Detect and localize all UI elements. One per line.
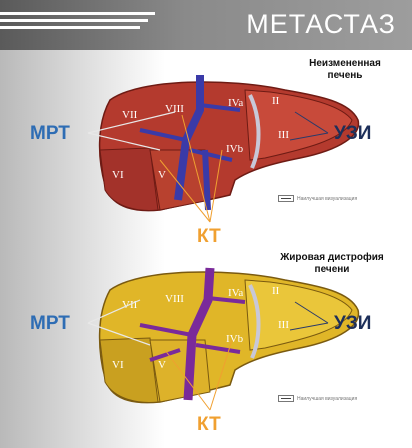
segment-label: VII: [122, 109, 138, 121]
segment-label: VIII: [165, 293, 184, 305]
segment-label: IVa: [228, 287, 243, 299]
segment-label: II: [272, 285, 280, 297]
segment-label: VI: [112, 359, 124, 371]
mrt-label: МРТ: [30, 123, 70, 145]
panel-2-caption-line1: Жировая дистрофия: [262, 252, 402, 264]
mrt-label: МРТ: [30, 313, 70, 335]
segment-label: VI: [112, 169, 124, 181]
segment-label: IVa: [228, 97, 243, 109]
liver-fatty: VII VIII IVa II III IVb VI V: [88, 268, 358, 410]
segment-label: IVb: [226, 333, 244, 345]
liver-fatty-lower-right: [100, 338, 158, 402]
liver-normal-portal: [205, 150, 208, 210]
uzi-label: УЗИ: [334, 313, 371, 335]
legend-swatch: [278, 395, 294, 402]
segment-label: III: [278, 129, 289, 141]
uzi-label: УЗИ: [334, 123, 371, 145]
segment-label: V: [158, 359, 166, 371]
legend: Наилучшая визуализация: [278, 195, 357, 202]
panel-2-caption-line2: печени: [262, 264, 402, 276]
legend-text: Наилучшая визуализация: [297, 396, 357, 402]
liver-normal-lower-right: [100, 148, 158, 210]
segment-label: II: [272, 95, 280, 107]
segment-label: V: [158, 169, 166, 181]
kt-label: КТ: [197, 226, 221, 248]
liver-fatty-segment-v: [150, 340, 210, 402]
legend: Наилучшая визуализация: [278, 395, 357, 402]
segment-label: IVb: [226, 143, 244, 155]
legend-swatch: [278, 195, 294, 202]
legend-text: Наилучшая визуализация: [297, 196, 357, 202]
segment-label: III: [278, 319, 289, 331]
kt-label: КТ: [197, 414, 221, 436]
panel-2-caption: Жировая дистрофия печени: [262, 252, 402, 276]
